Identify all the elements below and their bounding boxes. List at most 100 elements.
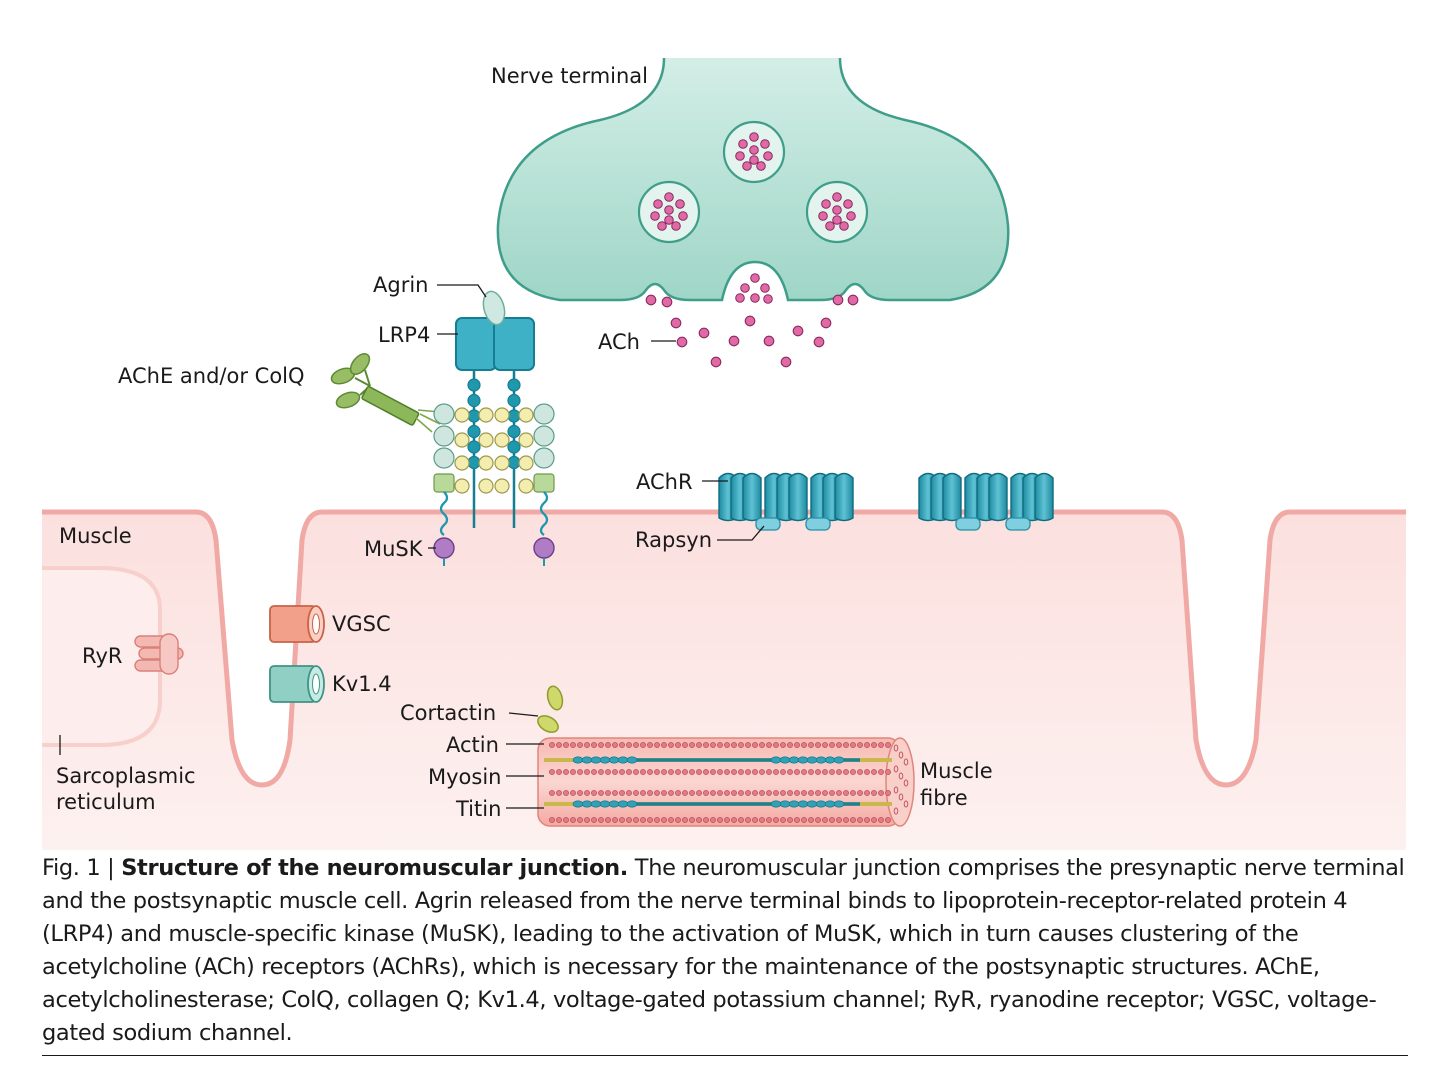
actin-bead	[780, 769, 786, 775]
fibre-end-filament	[903, 779, 909, 787]
actin-bead	[570, 742, 576, 748]
actin-bead	[626, 742, 632, 748]
label-agrin: Agrin	[373, 273, 428, 297]
musk-cysteine-domain	[433, 473, 455, 493]
lrp4-domain	[494, 455, 510, 471]
actin-bead	[717, 817, 723, 823]
actin-bead	[794, 817, 800, 823]
fibre-end-filament	[893, 786, 899, 794]
actin-bead	[668, 769, 674, 775]
actin-bead	[864, 817, 870, 823]
actin-bead	[724, 742, 730, 748]
actin-bead	[745, 742, 751, 748]
fibre-end-filament	[898, 772, 904, 780]
caption-title: Structure of the neuromuscular junction.	[121, 855, 628, 881]
actin-bead	[605, 817, 611, 823]
actin-bead	[808, 790, 814, 796]
actin-bead	[563, 817, 569, 823]
ach-molecules	[645, 294, 859, 368]
achr-receptor	[764, 472, 808, 522]
actin-bead	[759, 769, 765, 775]
actin-bead	[640, 769, 646, 775]
actin-bead	[640, 790, 646, 796]
actin-bead	[605, 790, 611, 796]
fibre-end-filament	[898, 793, 904, 801]
actin-bead	[563, 769, 569, 775]
actin-bead	[773, 769, 779, 775]
myosin-head	[797, 756, 809, 764]
lrp4-bead	[507, 409, 521, 423]
actin-bead	[633, 817, 639, 823]
caption-fig-number: Fig. 1 |	[42, 855, 122, 881]
actin-bead	[577, 817, 583, 823]
actin-bead	[752, 817, 758, 823]
myosin-head	[770, 756, 782, 764]
actin-bead	[780, 817, 786, 823]
myosin-head	[581, 800, 593, 808]
actin-bead	[857, 742, 863, 748]
ach-dot	[846, 211, 856, 221]
actin-bead	[654, 742, 660, 748]
actin-bead	[577, 790, 583, 796]
ach-dot	[756, 161, 766, 171]
ach-dot	[821, 199, 831, 209]
actin-bead	[703, 742, 709, 748]
lrp4-bead	[507, 393, 521, 408]
actin-bead	[822, 769, 828, 775]
achr-subunit	[788, 472, 808, 522]
myosin-head	[815, 756, 827, 764]
musk-domain	[533, 425, 555, 447]
ach-molecule	[698, 327, 710, 339]
actin-bead	[556, 817, 562, 823]
rapsyn-protein	[755, 517, 781, 531]
actin-bead	[724, 817, 730, 823]
rapsyn-protein	[955, 517, 981, 531]
ach-dot	[675, 199, 685, 209]
actin-bead	[668, 790, 674, 796]
actin-bead	[829, 742, 835, 748]
ach-dot	[760, 139, 770, 149]
actin-bead	[815, 817, 821, 823]
achr-receptor	[964, 472, 1008, 522]
fusing-vesicle	[735, 273, 773, 304]
myosin-head	[806, 800, 818, 808]
actin-bead	[801, 769, 807, 775]
ach-dot	[749, 145, 759, 155]
ach-molecule	[847, 294, 859, 306]
actin-bead	[668, 817, 674, 823]
actin-bead	[731, 742, 737, 748]
label-muscle-fibre-2: fibre	[920, 786, 968, 810]
label-ach: ACh	[598, 330, 640, 354]
ach-dot	[832, 215, 842, 225]
actin-bead	[794, 769, 800, 775]
myosin-head	[572, 756, 584, 764]
fibre-end-filament	[903, 758, 909, 766]
leader-agrin	[437, 284, 487, 298]
actin-bead	[738, 817, 744, 823]
actin-bead	[703, 817, 709, 823]
ach-molecule	[813, 336, 825, 348]
actin-bead	[836, 790, 842, 796]
actin-bead	[640, 742, 646, 748]
actin-bead	[598, 790, 604, 796]
lrp4-domain	[494, 407, 510, 423]
actin-bead	[878, 817, 884, 823]
actin-bead	[584, 817, 590, 823]
actin-bead	[815, 742, 821, 748]
label-sarcoplasmic-2: reticulum	[56, 790, 156, 814]
neuromuscular-junction-diagram: Nerve terminal Agrin LRP4 AChE and/or Co…	[42, 57, 1406, 850]
ach-dot	[664, 215, 674, 225]
actin-bead	[745, 790, 751, 796]
actin-bead	[843, 790, 849, 796]
actin-bead	[563, 790, 569, 796]
ach-molecule	[710, 356, 722, 368]
label-ryr: RyR	[82, 644, 122, 668]
actin-bead	[836, 742, 842, 748]
actin-bead	[885, 790, 891, 796]
actin-bead	[675, 790, 681, 796]
ache-colq-icon	[330, 353, 441, 433]
actin-bead	[584, 769, 590, 775]
musk-transmembrane	[539, 491, 549, 536]
actin-bead	[871, 817, 877, 823]
actin-bead	[766, 769, 772, 775]
